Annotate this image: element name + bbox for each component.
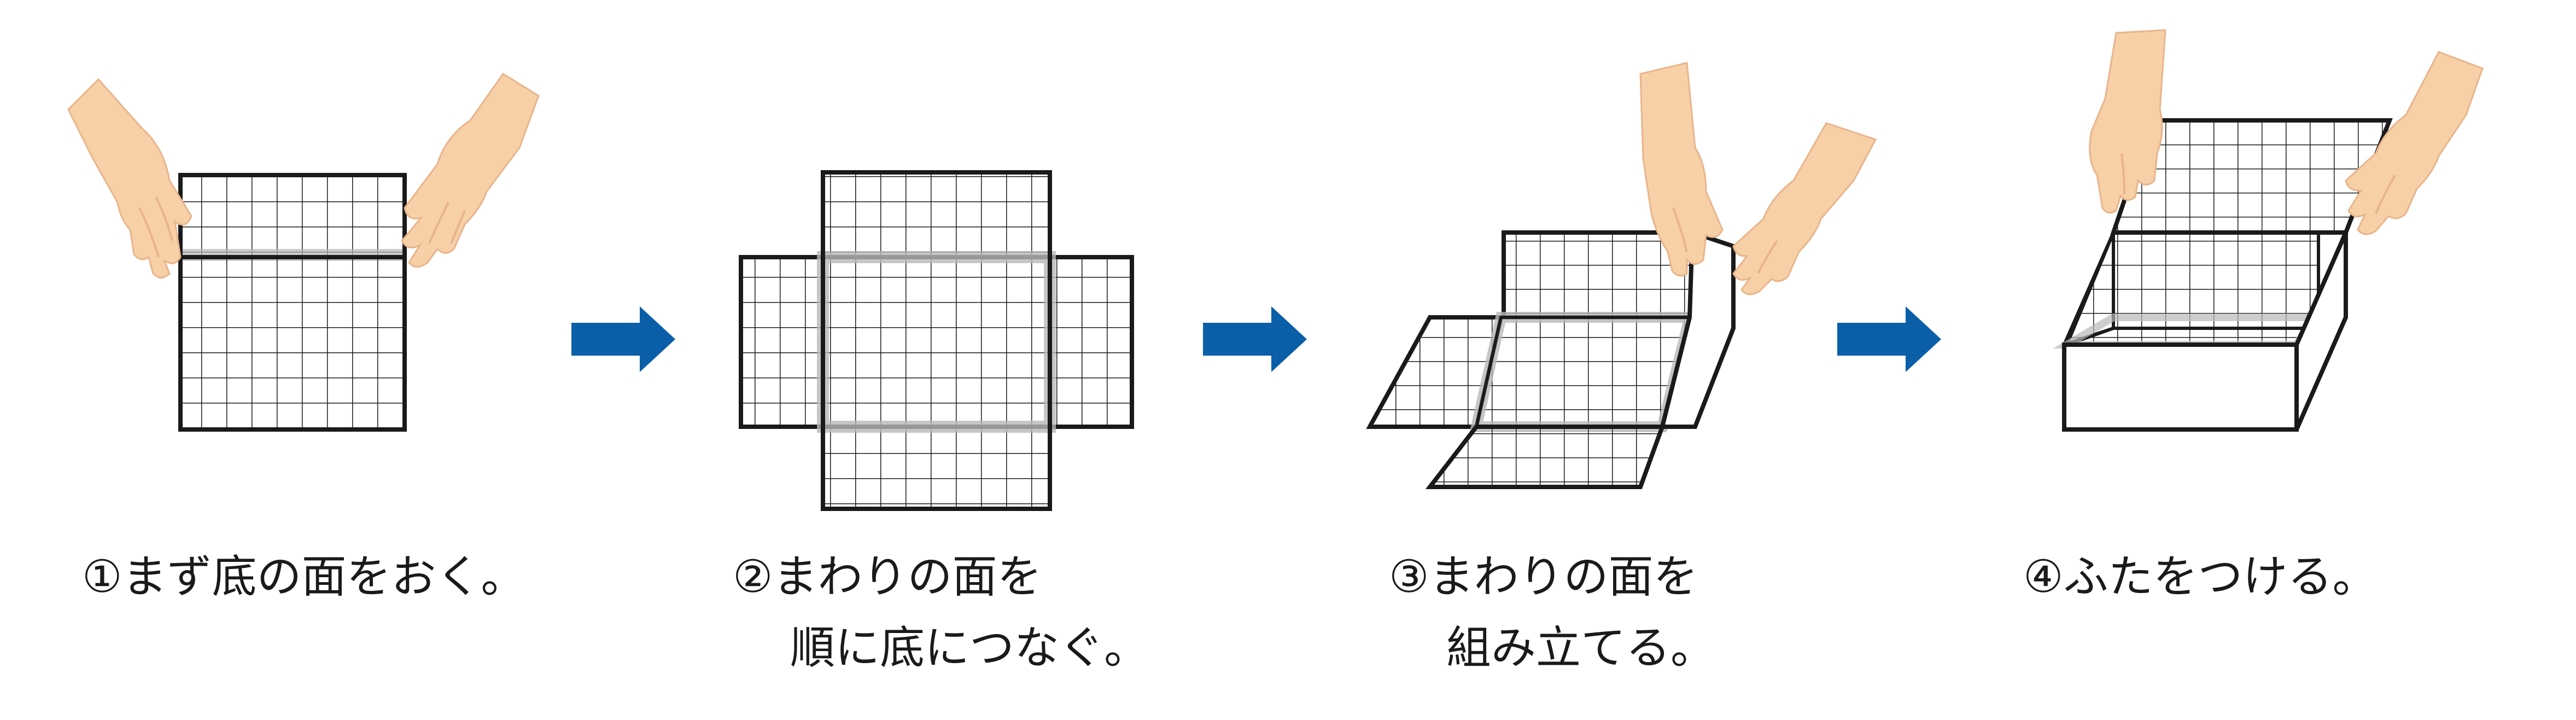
side-face-bottom [821,425,1052,511]
step-3-caption: ③まわりの面を 組み立てる。 [1389,542,1715,684]
bottom-face [178,255,407,432]
step-4-caption-line-1: ④ふたをつける。 [2023,551,2378,603]
step-1-caption: ①まず底の面をおく。 [82,542,526,613]
right-wall [2294,231,2348,431]
step-4-caption: ④ふたをつける。 [2023,542,2378,613]
step-4-illustration [2053,29,2484,432]
step-2-illustration [739,170,1134,511]
arrow-right-icon [571,306,675,372]
hand-icon [1639,62,1724,277]
arrow-right-icon [1203,306,1307,372]
side-face-right [1048,255,1134,429]
front-wall [2062,342,2299,432]
step-2-caption: ②まわりの面を 順に底につなぐ。 [733,542,1149,684]
hand-icon [2345,51,2484,235]
step-3-illustration [1366,62,1877,489]
side-face-top [821,170,1052,259]
hand-icon [1732,122,1877,295]
step-1-caption-line-1: ①まず底の面をおく。 [82,551,526,603]
side-face-left [739,255,825,429]
front-flat-face [1425,425,1666,489]
step-3-caption-line-1: ③まわりの面を [1389,551,1698,603]
step-3-caption-line-2: 組み立てる。 [1446,622,1716,674]
step-2-caption-line-2: 順に底につなぐ。 [790,622,1149,674]
bottom-face [817,251,1056,433]
hand-icon [401,72,540,268]
bottom-face [1469,312,1697,432]
hand-icon [2089,29,2166,214]
hand-icon [67,78,192,278]
step-2-caption-line-1: ②まわりの面を [733,551,1042,603]
bottom-face-top-half [178,173,407,259]
back-wall [1502,230,1695,320]
inner-floor [2053,313,2320,349]
arrow-right-icon [1837,306,1941,372]
step-1-illustration [67,72,540,432]
